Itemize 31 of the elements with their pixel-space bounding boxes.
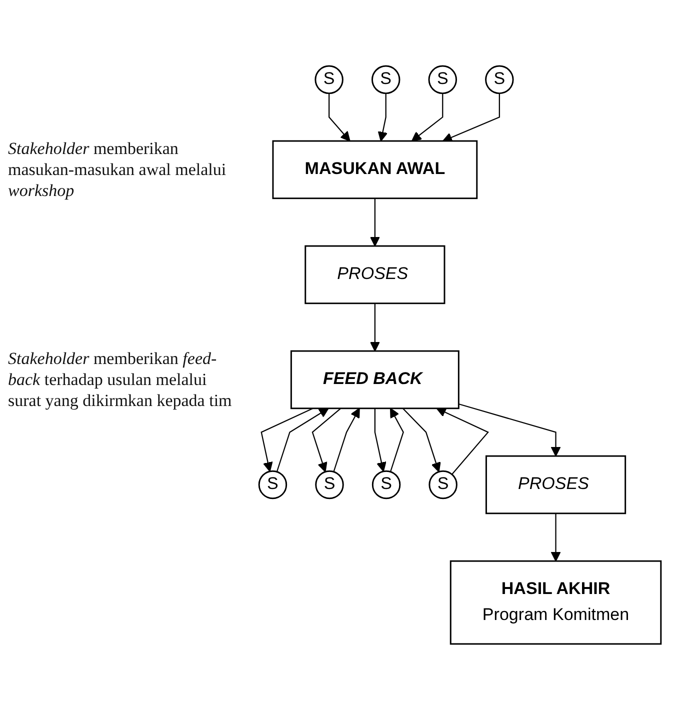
node-circle: S	[315, 470, 344, 500]
node-circle: S	[314, 65, 344, 94]
node-circle: S	[485, 65, 514, 94]
node-box: FEED BACK	[290, 350, 460, 410]
arrow	[411, 93, 444, 142]
node-box: PROSES	[485, 455, 626, 514]
arrow	[390, 408, 404, 472]
note-text: Stakeholder memberikan masukan-masukan awal melalui workshop	[8, 138, 228, 202]
arrow	[370, 303, 380, 352]
arrow	[276, 408, 329, 472]
node-circle: S	[428, 65, 457, 94]
arrow	[436, 408, 489, 475]
arrow	[328, 93, 350, 142]
node-circle: S	[371, 65, 400, 94]
arrow	[374, 408, 386, 472]
node-box: PROSES	[304, 245, 446, 304]
node-circle: S	[258, 470, 288, 500]
arrow	[442, 93, 500, 142]
arrow	[402, 408, 441, 472]
node-circle: S	[428, 470, 458, 500]
arrow	[458, 403, 561, 456]
arrow	[550, 513, 561, 562]
arrow	[260, 408, 314, 472]
arrow	[333, 408, 360, 472]
arrow	[378, 93, 388, 142]
node-box: MASUKAN AWAL	[272, 140, 478, 200]
note-text: Stakeholder memberikan feed-back terhadap usulan melalui surat yang dikirmkan kepada tim	[8, 348, 233, 412]
arrow	[370, 198, 380, 246]
node-box: HASIL AKHIR Program Komitmen	[450, 560, 662, 645]
node-circle: S	[372, 470, 401, 500]
arrow	[312, 408, 342, 472]
